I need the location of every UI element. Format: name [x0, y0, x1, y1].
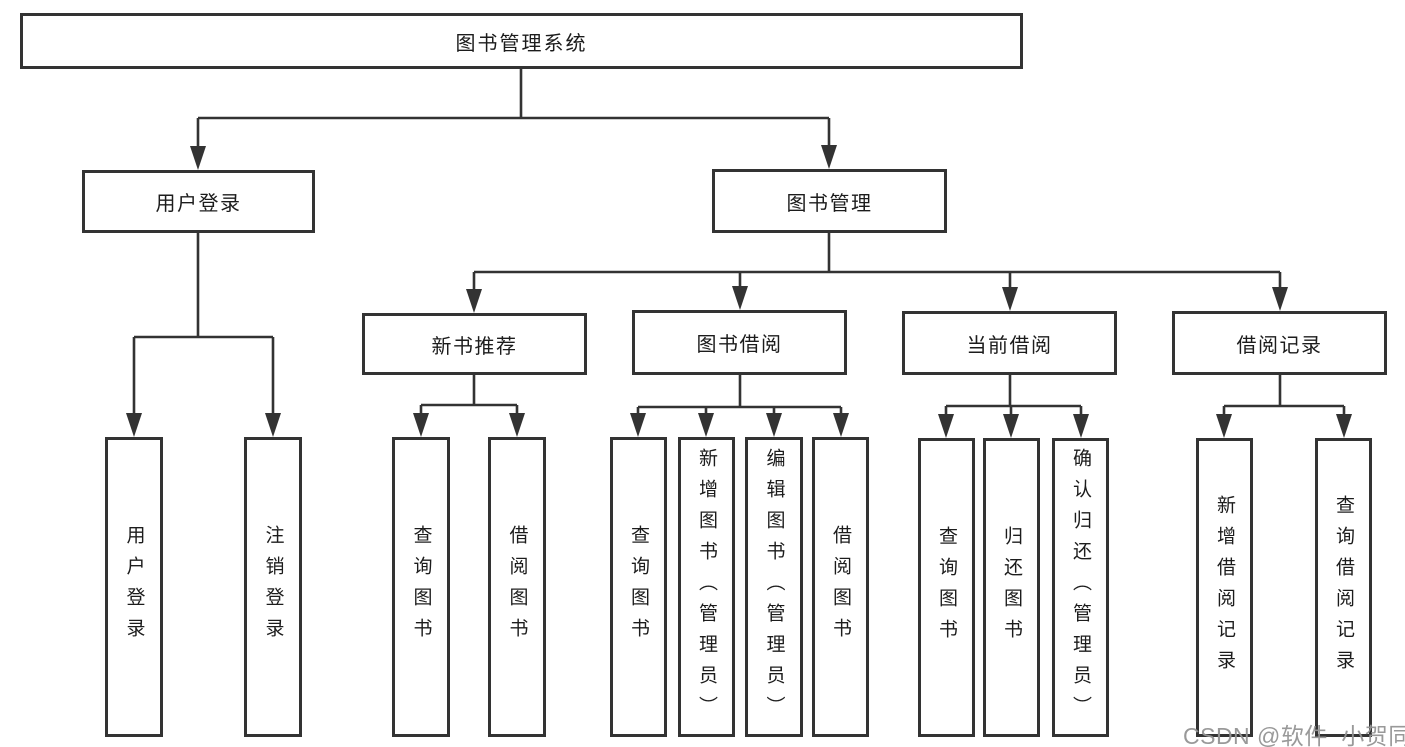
leaf-borrow-books-recommend-label: 借阅图书	[506, 525, 528, 649]
leaf-confirm-return-admin-label: 确认归还（管理员）	[1070, 448, 1091, 727]
leaf-edit-book-admin: 编辑图书（管理员）	[745, 437, 803, 737]
leaf-confirm-return-admin: 确认归还（管理员）	[1052, 438, 1109, 737]
leaf-query-books-current-label: 查询图书	[936, 525, 957, 650]
leaf-add-book-admin: 新增图书（管理员）	[678, 437, 735, 737]
leaf-add-book-admin-label: 新增图书（管理员）	[696, 447, 717, 727]
node-book-management: 图书管理	[712, 169, 947, 233]
leaf-return-books: 归还图书	[983, 438, 1040, 737]
leaf-query-books-recommend-label: 查询图书	[410, 525, 432, 649]
leaf-query-books-recommend: 查询图书	[392, 437, 450, 737]
node-current-borrowing: 当前借阅	[902, 311, 1117, 375]
leaf-borrow-books-borrow-label: 借阅图书	[830, 525, 851, 649]
leaf-logout-login: 注销登录	[244, 437, 302, 737]
leaf-query-books-borrow-label: 查询图书	[628, 525, 649, 649]
node-borrowing-records: 借阅记录	[1172, 311, 1387, 375]
node-user-login: 用户登录	[82, 170, 315, 233]
leaf-query-books-borrow: 查询图书	[610, 437, 667, 737]
leaf-borrow-books-borrow: 借阅图书	[812, 437, 869, 737]
leaf-user-login-label: 用户登录	[123, 525, 145, 649]
leaf-add-borrow-record: 新增借阅记录	[1196, 438, 1253, 737]
leaf-user-login: 用户登录	[105, 437, 163, 737]
leaf-return-books-label: 归还图书	[1001, 525, 1022, 650]
leaf-borrow-books-recommend: 借阅图书	[488, 437, 546, 737]
connector-arrowheads	[126, 145, 1352, 438]
node-new-book-recommend: 新书推荐	[362, 313, 587, 375]
leaf-logout-login-label: 注销登录	[262, 525, 284, 649]
leaf-query-books-current: 查询图书	[918, 438, 975, 737]
connector-shafts	[132, 69, 1346, 425]
leaf-edit-book-admin-label: 编辑图书（管理员）	[763, 447, 785, 727]
watermark: CSDN @软件_小贺同学	[1183, 723, 1405, 747]
leaf-query-borrow-record: 查询借阅记录	[1315, 438, 1372, 737]
node-library-system: 图书管理系统	[20, 13, 1023, 69]
leaf-query-borrow-record-label: 查询借阅记录	[1333, 494, 1354, 681]
node-book-borrowing: 图书借阅	[632, 310, 847, 375]
leaf-add-borrow-record-label: 新增借阅记录	[1214, 494, 1235, 681]
